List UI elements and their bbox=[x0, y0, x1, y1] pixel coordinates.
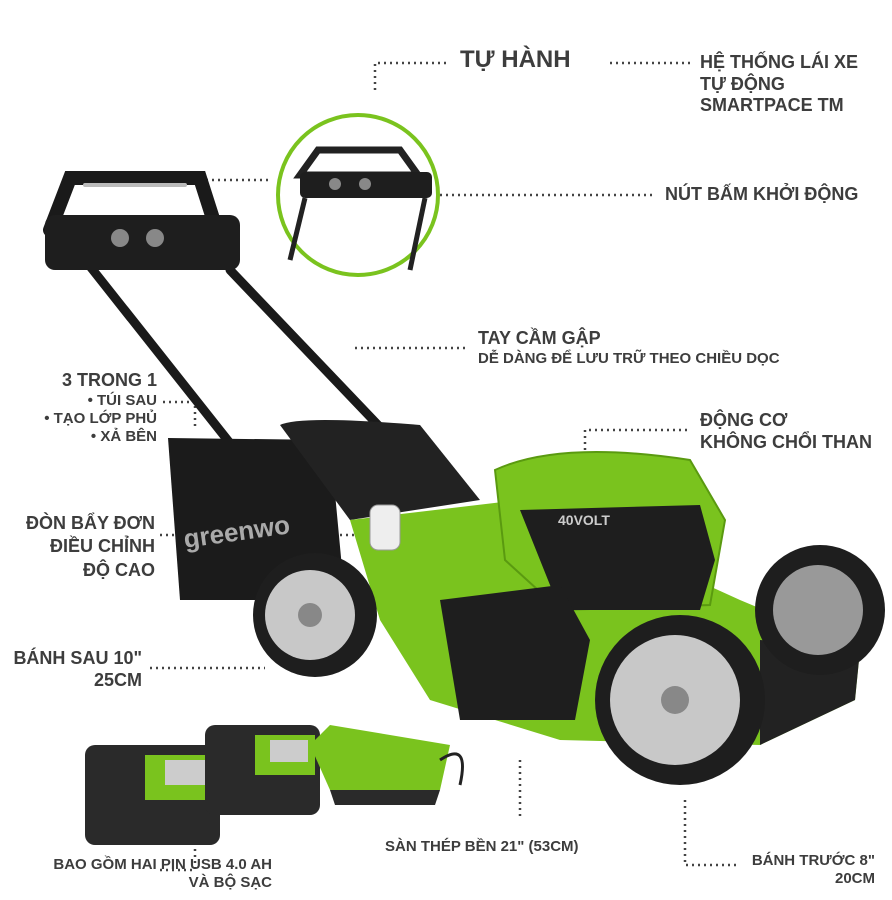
label-folding-handle: TAY CẦM GẬP DỄ DÀNG ĐỂ LƯU TRỮ THEO CHIỀ… bbox=[478, 328, 780, 368]
handle-detail-circle bbox=[276, 113, 440, 277]
label-item: • XẢ BÊN bbox=[90, 427, 157, 445]
battery-2 bbox=[205, 725, 320, 815]
label-start-button: NÚT BẤM KHỞI ĐỘNG bbox=[665, 184, 859, 204]
label-deck: SÀN THÉP BỀN 21" (53CM) bbox=[385, 838, 579, 855]
label-title: 3 TRONG 1 bbox=[61, 370, 157, 390]
label-three-in-one: 3 TRONG 1 • TÚI SAU • TẠO LỚP PHỦ • XẢ B… bbox=[44, 370, 157, 446]
front-shroud bbox=[440, 585, 590, 720]
label-line: BÁNH TRƯỚC 8" bbox=[751, 852, 875, 869]
label-line: HỆ THỐNG LÁI XE bbox=[700, 52, 859, 72]
label-batteries: BAO GỒM HAI PIN USB 4.0 AH VÀ BỘ SẠC bbox=[53, 856, 272, 892]
label-self-propelled: TỰ HÀNH bbox=[460, 46, 571, 73]
charger bbox=[310, 725, 464, 805]
label-smartpace: HỆ THỐNG LÁI XE TỰ ĐỘNG SMARTPACE TM bbox=[700, 52, 858, 117]
label-line: ĐỘ CAO bbox=[83, 559, 155, 580]
label-item: • TẠO LỚP PHỦ bbox=[44, 409, 157, 427]
height-lever bbox=[369, 504, 401, 551]
label-front-wheel: BÁNH TRƯỚC 8" 20CM bbox=[752, 852, 875, 888]
label-line: VÀ BỘ SẠC bbox=[188, 874, 272, 891]
label-line: SMARTPACE TM bbox=[700, 95, 844, 116]
label-height-lever: ĐÒN BẨY ĐƠN ĐIỀU CHỈNH ĐỘ CAO bbox=[26, 512, 155, 582]
front-wheel bbox=[595, 615, 765, 785]
battery-1 bbox=[85, 745, 220, 845]
label-line: 20CM bbox=[834, 870, 875, 887]
label-line: ĐÒN BẨY ĐƠN bbox=[25, 513, 155, 533]
label-subtitle: DỄ DÀNG ĐỂ LƯU TRỮ THEO CHIỀU DỌC bbox=[478, 349, 780, 367]
label-line: ĐIỀU CHỈNH bbox=[49, 536, 155, 557]
label-title: TAY CẦM GẬP bbox=[478, 328, 601, 348]
handle-control-panel bbox=[45, 215, 240, 270]
label-line: KHÔNG CHỔI THAN bbox=[700, 431, 872, 452]
label-motor: ĐỘNG CƠ KHÔNG CHỔI THAN bbox=[700, 410, 872, 453]
rear-cover bbox=[280, 420, 480, 520]
label-line: BÁNH SAU 10" bbox=[13, 648, 142, 668]
voltage-badge: 40VOLT bbox=[558, 512, 610, 528]
label-line: 25CM bbox=[93, 669, 142, 690]
label-item: • TÚI SAU bbox=[87, 391, 157, 409]
label-line: BAO GỒM HAI PIN USB 4.0 AH bbox=[53, 856, 272, 873]
label-line: TỰ ĐỘNG bbox=[700, 73, 785, 94]
label-line: ĐỘNG CƠ bbox=[700, 410, 788, 430]
rear-wheel bbox=[253, 553, 377, 677]
label-rear-wheel: BÁNH SAU 10" 25CM bbox=[13, 648, 142, 691]
front-right-wheel bbox=[755, 545, 885, 675]
